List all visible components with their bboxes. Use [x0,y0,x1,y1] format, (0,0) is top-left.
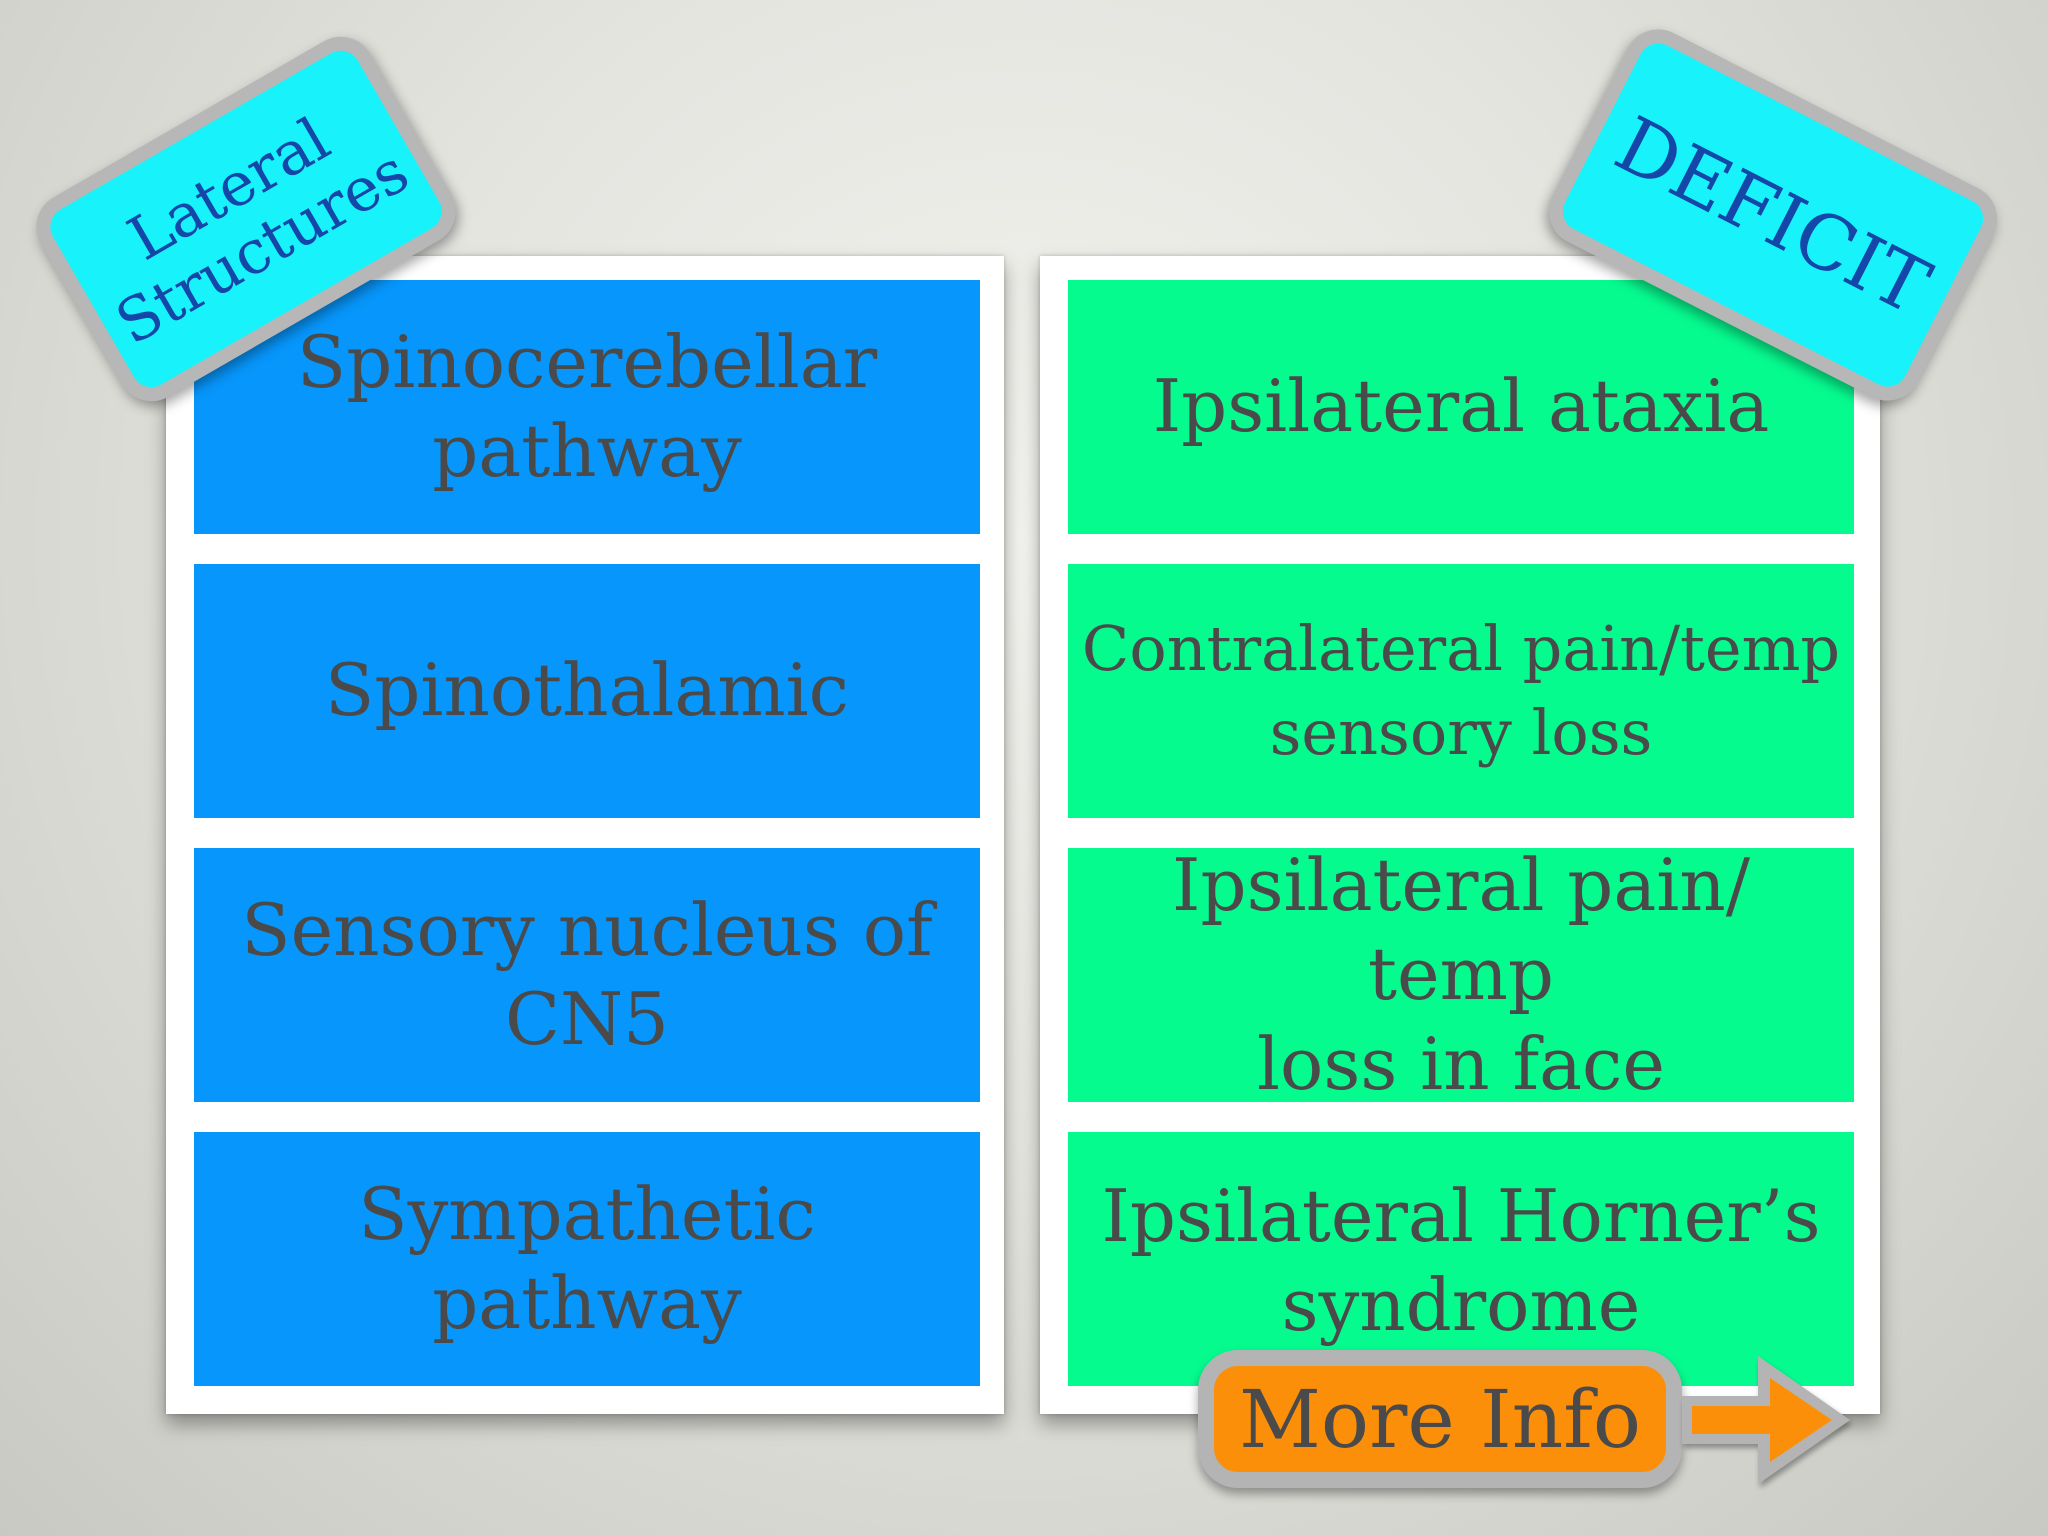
structures-panel: Spinocerebellar pathway Spinothalamic Se… [166,256,1004,1414]
structure-cell: Spinothalamic [194,564,980,818]
more-info-label: More Info [1239,1372,1641,1466]
deficit-label: Contralateral pain/temp sensory loss [1081,612,1841,769]
deficit-cell: Ipsilateral ataxia [1068,280,1854,534]
deficit-label: Ipsilateral pain/ temp loss in face [1172,843,1750,1106]
deficit-cell: Contralateral pain/temp sensory loss [1068,564,1854,818]
structure-cell: Sensory nucleus of CN5 [194,848,980,1102]
arrow-right-icon[interactable] [1678,1346,1860,1494]
more-info-button[interactable]: More Info [1198,1350,1682,1488]
structure-cell: Spinocerebellar pathway [194,280,980,534]
deficit-label: Ipsilateral Horner’s syndrome [1101,1174,1821,1348]
deficit-cell: Ipsilateral Horner’s syndrome [1068,1132,1854,1386]
deficit-label: Ipsilateral ataxia [1152,364,1770,449]
structure-label: Spinocerebellar pathway [296,319,878,493]
deficit-cell: Ipsilateral pain/ temp loss in face [1068,843,1854,1106]
deficits-panel: Ipsilateral ataxia Contralateral pain/te… [1040,256,1880,1414]
structure-label: Sympathetic pathway [358,1171,816,1345]
structure-cell: Sympathetic pathway [194,1132,980,1386]
structure-label: Sensory nucleus of CN5 [241,887,933,1061]
structure-label: Spinothalamic [325,648,849,733]
